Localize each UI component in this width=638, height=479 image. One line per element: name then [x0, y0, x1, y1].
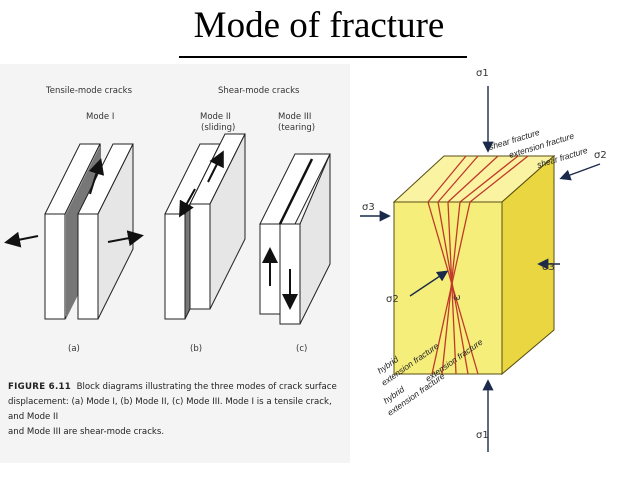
mode-3-block — [259, 153, 331, 325]
sigma3-left-label: σ3 — [362, 202, 375, 213]
caption-line-1: Block diagrams illustrating the three mo… — [76, 382, 337, 392]
crack-modes-figure: Tensile-mode cracks Shear-mode cracks Mo… — [0, 64, 350, 463]
panel-b-label: (b) — [190, 344, 202, 354]
caption-line-3: and Mode III are shear-mode cracks. — [8, 427, 165, 437]
fracture-planes — [427, 155, 529, 375]
mode-3-sub: (tearing) — [278, 123, 315, 133]
mode-1-block — [4, 143, 144, 320]
sigma3-right-label: σ3 — [542, 262, 555, 273]
slide-title: Mode of fracture — [193, 5, 445, 46]
crack-modes-diagram: Tensile-mode cracks Shear-mode cracks Mo… — [4, 86, 331, 354]
omega-label: ω — [453, 293, 461, 303]
title-underline — [179, 56, 467, 58]
caption-line-2: displacement: (a) Mode I, (b) Mode II, (… — [8, 397, 332, 422]
sigma2-left-label: σ2 — [386, 294, 399, 305]
mode-1-label: Mode I — [86, 112, 114, 122]
stress-arrows — [360, 86, 601, 452]
mode-3-label: Mode III — [278, 112, 311, 122]
figure-caption: FIGURE 6.11 Block diagrams illustrating … — [8, 380, 342, 440]
figure-number: FIGURE 6.11 — [8, 382, 72, 392]
yellow-block — [392, 154, 556, 376]
sigma2-right-label: σ2 — [594, 150, 607, 161]
mode-2-block — [164, 133, 246, 320]
mode-2-label: Mode II — [200, 112, 231, 122]
tensile-mode-header: Tensile-mode cracks — [45, 86, 133, 96]
mode-2-sub: (sliding) — [201, 123, 235, 133]
stress-block-diagram: σ1 σ1 σ2 σ2 σ3 σ3 ω shear fracture exten… — [360, 68, 607, 452]
sigma1-top-label: σ1 — [476, 68, 489, 79]
sigma1-bottom-label: σ1 — [476, 430, 489, 441]
panel-a-label: (a) — [68, 344, 80, 354]
panel-c-label: (c) — [296, 344, 307, 354]
stress-block-figure: σ1 σ1 σ2 σ2 σ3 σ3 ω shear fracture exten… — [350, 60, 638, 465]
shear-mode-header: Shear-mode cracks — [218, 86, 300, 96]
